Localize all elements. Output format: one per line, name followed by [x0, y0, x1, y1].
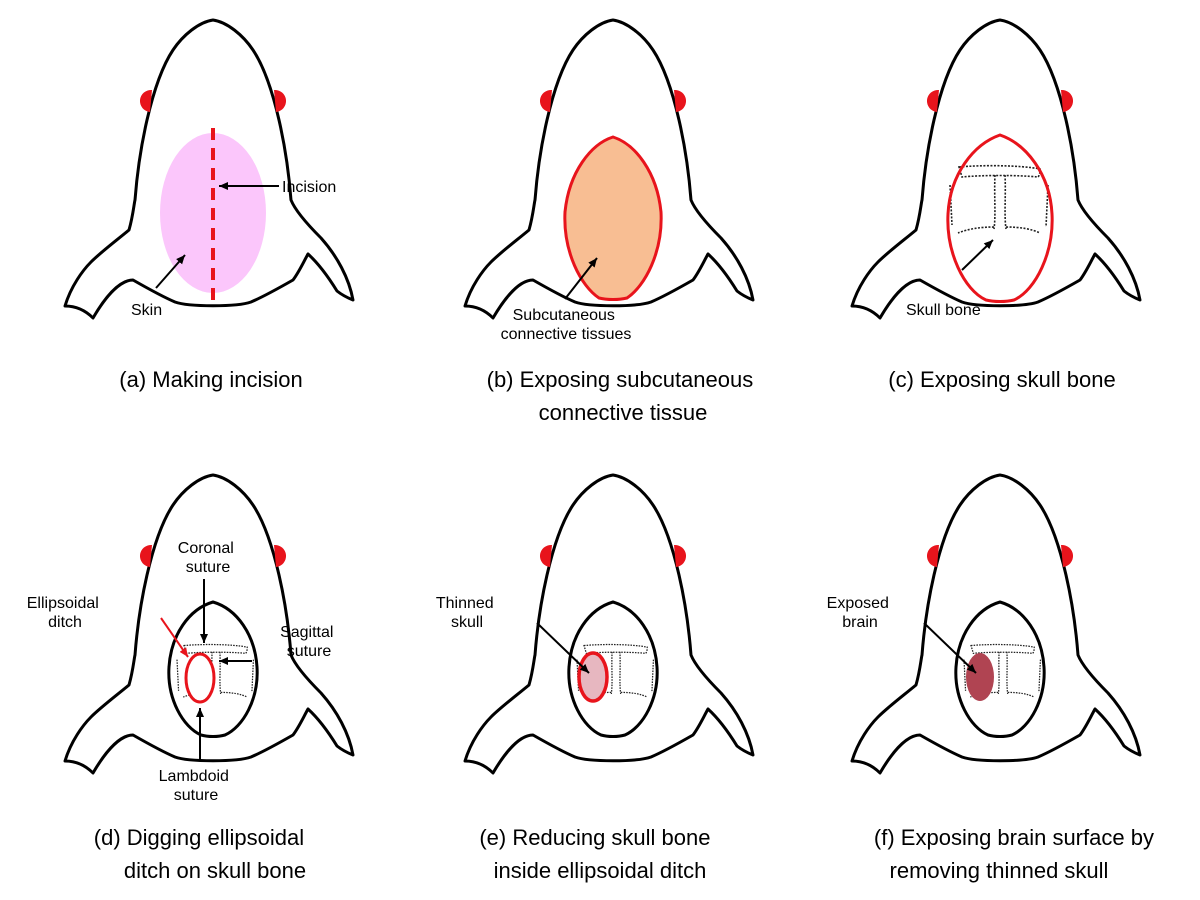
ear-marker-left — [926, 544, 939, 567]
caption-b: (b) Exposing subcutaneous connective tis… — [487, 367, 760, 425]
skull-arrow — [961, 239, 994, 271]
skin-label: Skin — [131, 302, 162, 319]
skin-arrow — [155, 254, 186, 289]
panel-a: Incision Skin — [63, 18, 355, 320]
caption-e: (e) Reducing skull bone inside ellipsoid… — [479, 825, 716, 883]
ear-marker-left — [139, 544, 152, 567]
brain-arrow — [923, 622, 977, 674]
ear-marker-left — [539, 544, 552, 567]
lambdoid-label: Lambdoid suture — [159, 768, 234, 804]
ear-marker-right — [1061, 544, 1074, 567]
ear-marker-right — [1061, 89, 1074, 112]
ear-marker-left — [926, 89, 939, 112]
panel-f: Exposed brain — [827, 473, 1142, 775]
incision-label: Incision — [282, 179, 336, 196]
coronal-label: Coronal suture — [178, 540, 238, 576]
ear-marker-left — [139, 89, 152, 112]
ear-marker-left — [539, 89, 552, 112]
ellipsoidal-ditch — [184, 652, 216, 704]
caption-c: (c) Exposing skull bone — [888, 367, 1115, 392]
tissue-arrow — [564, 257, 598, 300]
panel-c: Skull bone — [850, 18, 1142, 320]
sagittal-label: Sagittal suture — [280, 624, 338, 660]
panel-b: Subcutaneous connective tissues — [463, 18, 755, 343]
ear-marker-right — [674, 89, 687, 112]
ditch-label: Ellipsoidal ditch — [27, 595, 104, 631]
ditch-arrow — [160, 617, 189, 658]
caption-f: (f) Exposing brain surface by removing t… — [874, 825, 1160, 883]
tissue-label: Subcutaneous connective tissues — [501, 307, 632, 343]
mouse-head-outline — [850, 18, 1142, 320]
caption-d: (d) Digging ellipsoidal ditch on skull b… — [94, 825, 310, 883]
thinned-label: Thinned skull — [436, 595, 498, 631]
skull-bone-outline — [946, 133, 1054, 303]
exposed-brain-area — [966, 653, 994, 701]
ear-marker-right — [274, 89, 287, 112]
skull-label: Skull bone — [906, 302, 981, 319]
panel-d: Coronal suture Ellipsoidal ditch Sagitta… — [27, 473, 355, 804]
brain-label: Exposed brain — [827, 595, 894, 631]
caption-a: (a) Making incision — [119, 367, 302, 392]
thinned-skull-area — [577, 651, 609, 703]
panel-e: Thinned skull — [436, 473, 755, 775]
ear-marker-right — [674, 544, 687, 567]
thinned-arrow — [536, 622, 590, 674]
ear-marker-right — [274, 544, 287, 567]
